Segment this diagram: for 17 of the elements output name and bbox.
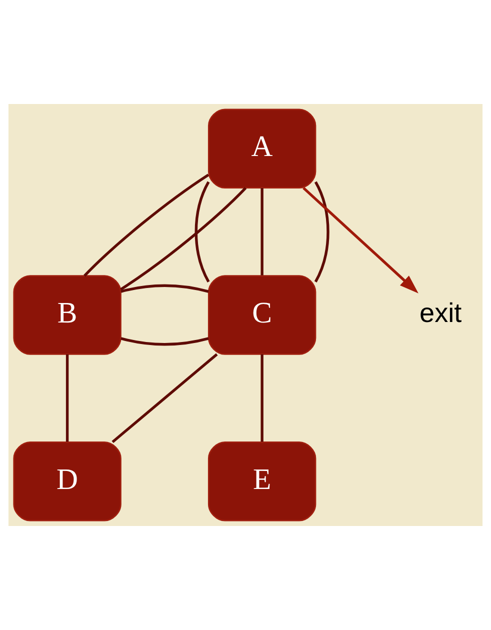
connector [84,174,210,277]
connector [260,188,264,276]
connector [66,354,69,442]
node-box: E [208,441,316,522]
connector [112,353,218,444]
connector [314,181,330,282]
connector [260,354,264,442]
node-box: D [13,441,122,522]
arrow [302,186,418,294]
connector [120,284,209,293]
node-text: exit [420,298,462,328]
connector [120,337,209,346]
connector [194,181,210,282]
node-box: A [208,108,316,189]
connector [120,187,247,290]
node-box: B [13,275,122,355]
node-box: C [208,275,316,355]
